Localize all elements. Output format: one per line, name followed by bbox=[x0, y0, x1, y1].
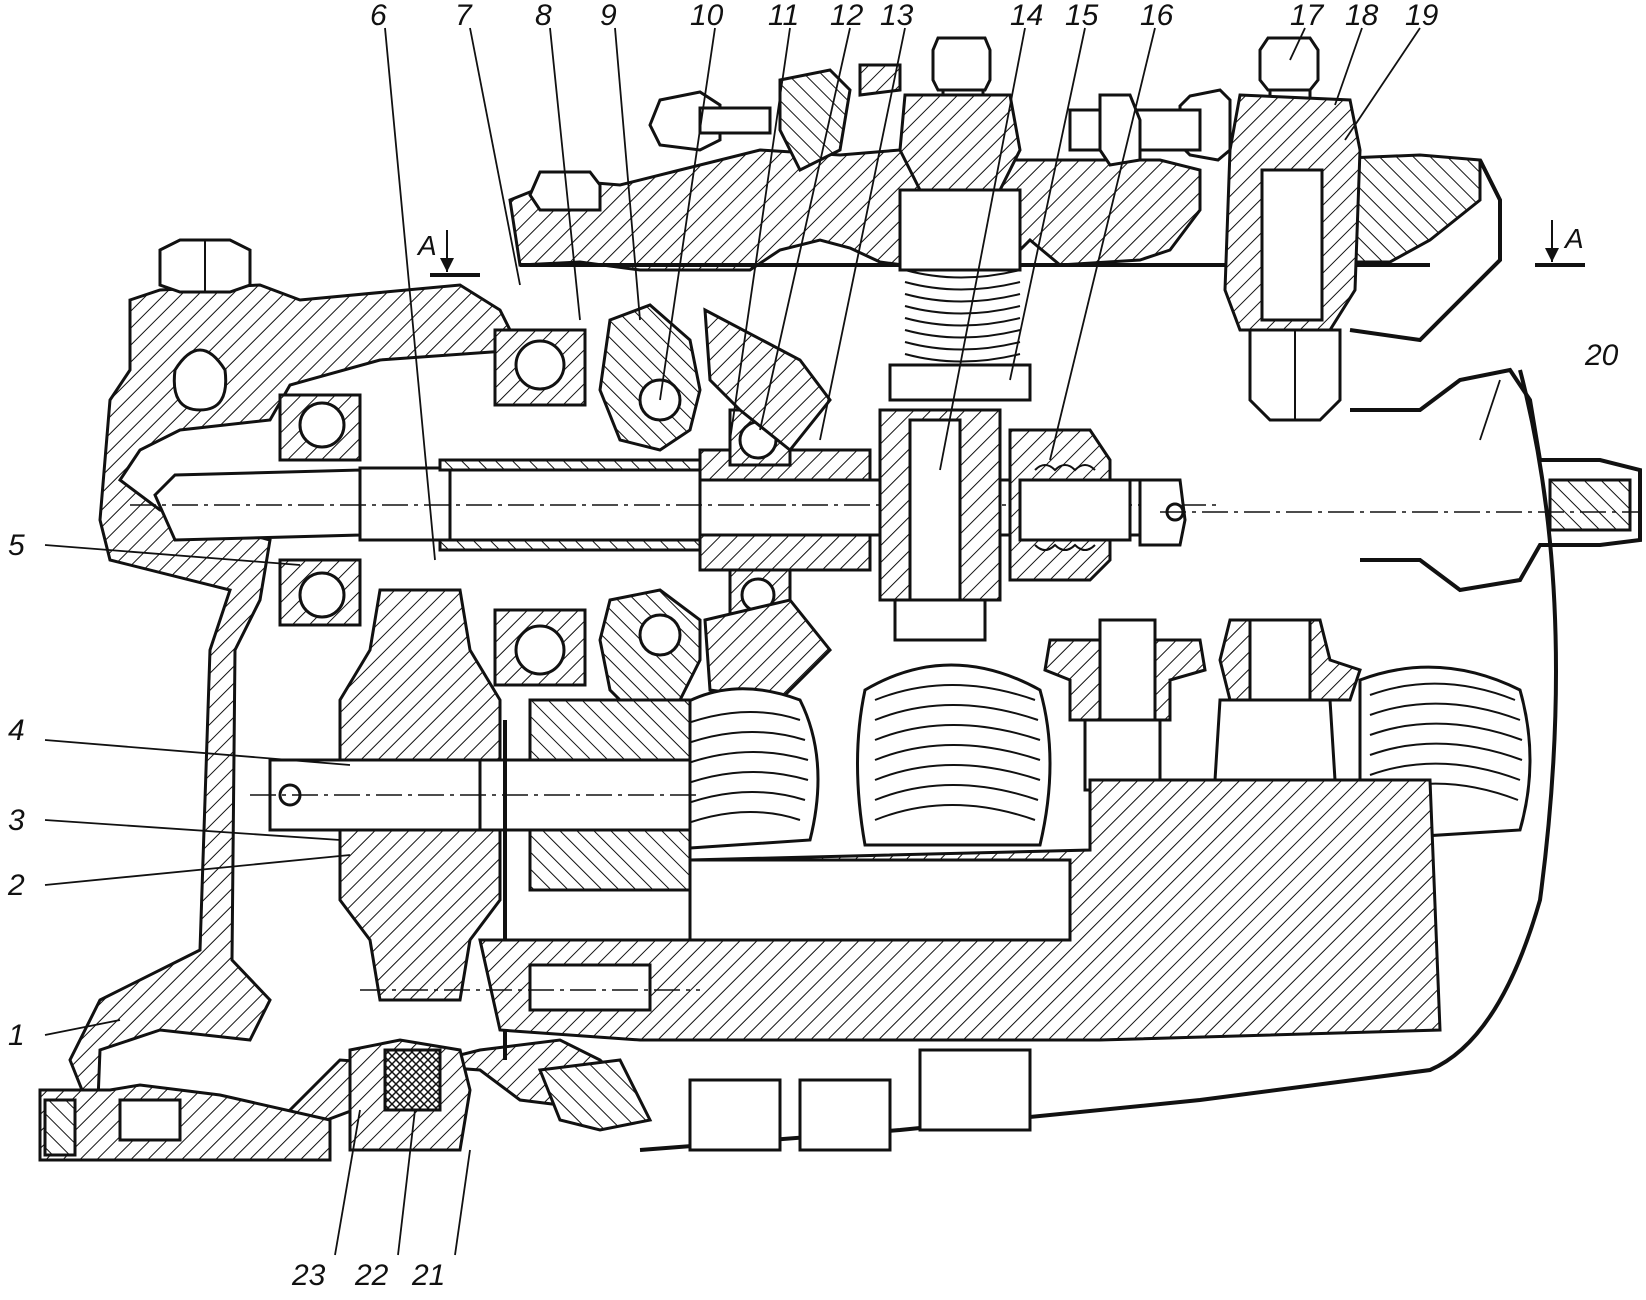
label-8: 8 bbox=[535, 0, 552, 32]
label-4: 4 bbox=[8, 714, 25, 747]
control-rack-chamber bbox=[639, 159, 1642, 1152]
label-1: 1 bbox=[8, 1019, 25, 1052]
label-13: 13 bbox=[880, 0, 914, 32]
label-5: 5 bbox=[8, 529, 25, 562]
leader-lines bbox=[44, 27, 1501, 1256]
label-11: 11 bbox=[768, 0, 799, 32]
label-18: 18 bbox=[1345, 0, 1379, 32]
part-labels: 6 7 8 9 10 11 12 13 14 15 16 17 18 19 20… bbox=[7, 0, 1619, 1292]
label-12: 12 bbox=[830, 0, 864, 32]
governor-weights bbox=[598, 303, 833, 722]
pump-housing bbox=[38, 283, 633, 1162]
label-20: 20 bbox=[1584, 339, 1619, 372]
section-mark-right: A bbox=[1535, 220, 1585, 267]
label-16: 16 bbox=[1140, 0, 1174, 32]
label-17: 17 bbox=[1290, 0, 1325, 32]
label-15: 15 bbox=[1065, 0, 1099, 32]
label-6: 6 bbox=[370, 0, 387, 32]
label-2: 2 bbox=[7, 869, 25, 902]
label-21: 21 bbox=[411, 1259, 445, 1292]
label-7: 7 bbox=[455, 0, 473, 32]
label-14: 14 bbox=[1010, 0, 1043, 32]
drive-gear bbox=[250, 588, 700, 1060]
section-letter-left: A bbox=[416, 230, 437, 261]
label-22: 22 bbox=[354, 1259, 389, 1292]
section-letter-right: A bbox=[1563, 223, 1584, 254]
camshaft-body bbox=[348, 778, 1442, 1152]
label-9: 9 bbox=[600, 0, 617, 32]
label-19: 19 bbox=[1405, 0, 1439, 32]
sleeve-assembly bbox=[878, 408, 1187, 642]
governor-spring bbox=[888, 188, 1032, 402]
label-23: 23 bbox=[291, 1259, 326, 1292]
section-mark-left: A bbox=[416, 230, 480, 277]
label-3: 3 bbox=[8, 804, 25, 837]
label-10: 10 bbox=[690, 0, 724, 32]
